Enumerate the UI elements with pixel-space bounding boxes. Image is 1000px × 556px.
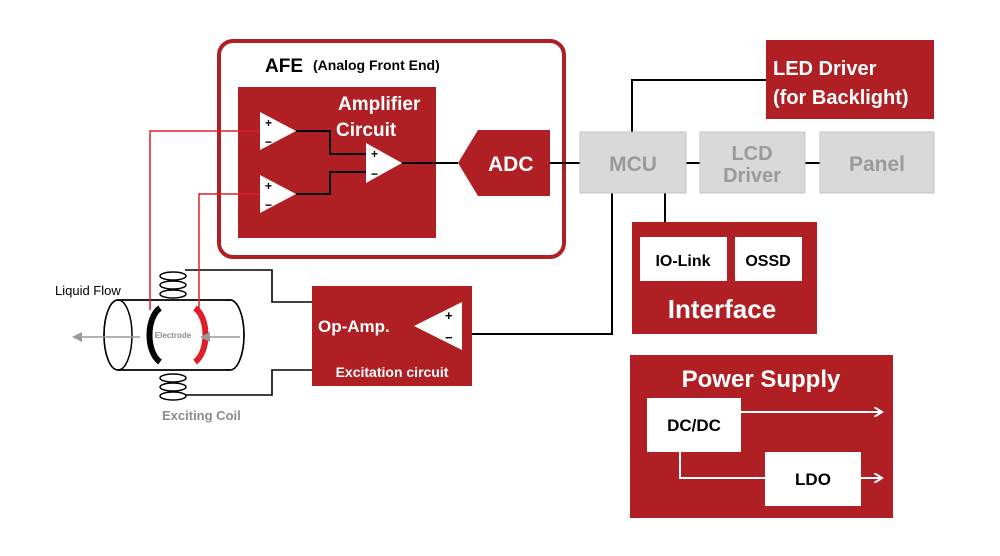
coil-wiring	[185, 269, 312, 396]
ldo-label: LDO	[795, 470, 831, 489]
liquid-flow-label: Liquid Flow	[55, 283, 121, 298]
amplifier-label-2: Circuit	[336, 120, 397, 141]
adc-block	[458, 130, 550, 196]
led-driver-block	[766, 40, 934, 119]
lcd-driver-label-2: Driver	[723, 165, 781, 187]
excitation-minus: −	[445, 330, 453, 345]
amplifier-label-1: Amplifier	[338, 94, 421, 115]
coil-bottom-icon	[159, 373, 187, 401]
ossd-label: OSSD	[745, 253, 790, 270]
opamp-diff-icon	[366, 143, 402, 183]
opamp-top-plus: +	[265, 116, 272, 130]
opamp-bottom-icon	[260, 175, 296, 213]
exciting-coil-label: Exciting Coil	[162, 408, 241, 423]
opamp-bottom-minus: −	[265, 198, 272, 212]
io-link-box	[640, 237, 727, 281]
power-supply-label: Power Supply	[682, 366, 841, 393]
excitation-opamp-icon	[414, 302, 462, 350]
led-driver-label-2: (for Backlight)	[773, 87, 909, 109]
opamp-diff-minus: −	[371, 167, 378, 181]
io-link-label: IO-Link	[655, 253, 710, 270]
mcu-block	[579, 131, 687, 194]
led-driver-label-1: LED Driver	[773, 58, 877, 80]
interface-label: Interface	[668, 294, 776, 324]
mcu-label: MCU	[609, 153, 657, 176]
flow-pipe	[103, 299, 245, 371]
dcdc-box	[647, 398, 741, 452]
opamp-bottom-plus: +	[265, 179, 272, 193]
digital-wiring	[472, 79, 820, 335]
opamp-top-minus: −	[265, 135, 272, 149]
electrode-label: Electrode	[155, 331, 192, 340]
panel-block	[819, 131, 935, 194]
afe-title: AFE	[265, 56, 303, 77]
lcd-driver-block	[699, 131, 806, 194]
afe-subtitle: (Analog Front End)	[313, 57, 440, 73]
electrode-wiring	[149, 130, 260, 310]
coil-top-icon	[159, 271, 187, 299]
excitation-caption: Excitation circuit	[336, 364, 449, 380]
opamp-top-icon	[260, 112, 296, 150]
ldo-box	[765, 452, 861, 506]
opamp-label: Op-Amp.	[318, 317, 390, 336]
flow-arrow-icon	[72, 332, 240, 342]
excitation-plus: +	[445, 308, 453, 323]
lcd-driver-label-1: LCD	[731, 143, 772, 165]
opamp-diff-plus: +	[371, 147, 378, 161]
dcdc-label: DC/DC	[667, 416, 721, 435]
electrode-left-icon	[146, 305, 163, 365]
panel-label: Panel	[849, 153, 905, 176]
adc-label: ADC	[488, 153, 534, 176]
power-arrows	[679, 412, 882, 478]
amplifier-wiring	[296, 130, 458, 195]
ossd-box	[735, 237, 802, 281]
